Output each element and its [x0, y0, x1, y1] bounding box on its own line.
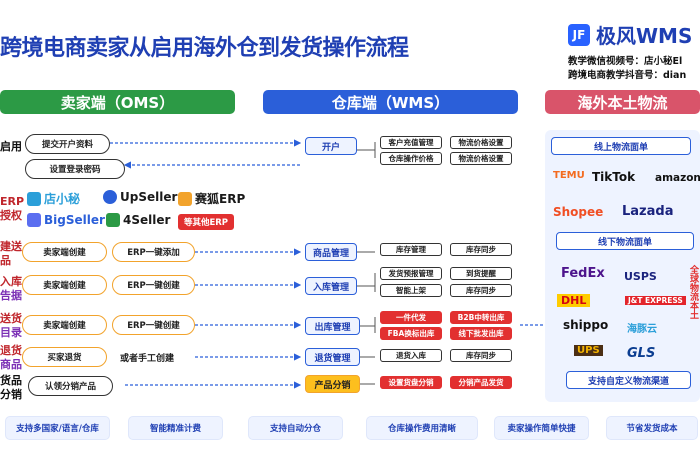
brand-dhl: DHL — [557, 294, 591, 307]
brand-haitunyun: 海豚云 — [627, 324, 657, 335]
wms-product-distribution[interactable]: 产品分销 — [305, 375, 360, 393]
brand-ups: UPS — [574, 345, 603, 356]
wms-tag: 库存同步 — [450, 243, 512, 256]
left-label: 送货 — [0, 312, 22, 325]
left-label: 品 — [0, 254, 11, 267]
page-title: 跨境电商卖家从启用海外仓到发货操作流程 — [0, 36, 409, 61]
left-label: 分销 — [0, 388, 22, 401]
wms-tag: 到货提醒 — [450, 267, 512, 280]
wms-tag: 物流价格设置 — [450, 136, 512, 149]
wms-tag: 客户充值管理 — [380, 136, 442, 149]
wms-tag: B2B中转出库 — [450, 311, 512, 324]
wms-tag: 库存同步 — [450, 349, 512, 362]
wms-tag: 一件代发 — [380, 311, 442, 324]
left-label: 入库 — [0, 275, 22, 288]
wms-tag: 发货预报管理 — [380, 267, 442, 280]
submit-account-info-step[interactable]: 提交开户资料 — [25, 134, 110, 154]
brand-logo: JF 极风WMS — [568, 20, 692, 49]
brand-gls: GLS — [627, 346, 656, 361]
wms-open-account[interactable]: 开户 — [305, 137, 357, 155]
seller-create-outbound[interactable]: 卖家端创建 — [22, 315, 107, 335]
erp-add-goods[interactable]: ERP一键添加 — [112, 242, 195, 262]
feature-badge: 仓库操作费用清晰 — [366, 416, 478, 440]
brand-tiktok: TikTok — [592, 170, 636, 184]
set-login-password-step[interactable]: 设置登录密码 — [25, 159, 125, 179]
custom-channel-button[interactable]: 支持自定义物流渠道 — [566, 371, 691, 389]
brand-shopee: Shopee — [553, 205, 604, 219]
wms-tag: FBA换标出库 — [380, 327, 442, 340]
left-label: 退货 — [0, 344, 22, 357]
wms-tag: 库存管理 — [380, 243, 442, 256]
brand-jt: J&T EXPRESS — [625, 296, 686, 305]
erp-create-outbound[interactable]: ERP一键创建 — [112, 315, 195, 335]
wms-tag: 线下批发出库 — [450, 327, 512, 340]
seller-create-inbound[interactable]: 卖家端创建 — [22, 275, 107, 295]
wms-inbound-management[interactable]: 入库管理 — [305, 277, 357, 295]
upseller-icon — [103, 190, 117, 204]
erp-brand-saihu: 赛狐ERP — [178, 190, 245, 207]
brand-usps: USPS — [624, 270, 657, 283]
brand-amazon: amazon — [655, 172, 700, 184]
feature-badge: 支持自动分仓 — [248, 416, 343, 440]
left-label: 告据 — [0, 289, 22, 302]
logo-text: 极风WMS — [596, 24, 693, 48]
erp-brand-upseller: UpSeller — [103, 190, 177, 204]
global-local-logistics-note: 全球物流本土 — [688, 265, 698, 319]
wms-tag: 仓库操作价格 — [380, 152, 442, 165]
header-wms: 仓库端（WMS） — [263, 90, 518, 114]
header-local-logistics: 海外本土物流 — [545, 90, 700, 114]
feature-badge: 卖家操作简单快捷 — [494, 416, 589, 440]
brand-temu: TEMU — [553, 170, 585, 181]
brand-lazada: Lazada — [622, 204, 674, 219]
local-logistics-panel — [545, 130, 700, 402]
left-label: 商品 — [0, 358, 22, 371]
claim-distribution-product[interactable]: 认领分销产品 — [28, 376, 113, 396]
left-label: ERP — [0, 195, 25, 208]
left-label: 启用 — [0, 140, 22, 153]
wms-tag: 智能上架 — [380, 284, 442, 297]
online-label-button[interactable]: 线上物流面单 — [551, 137, 691, 155]
wms-outbound-management[interactable]: 出库管理 — [305, 317, 360, 335]
erp-create-inbound[interactable]: ERP一键创建 — [112, 275, 195, 295]
saihu-icon — [178, 191, 192, 206]
wms-returns-management[interactable]: 退货管理 — [305, 348, 360, 366]
4seller-icon — [106, 213, 120, 227]
left-label: 货品 — [0, 374, 22, 387]
left-label: 建送 — [0, 240, 22, 253]
erp-brand-bigseller: BigSeller — [27, 213, 105, 227]
wms-tag: 物流价格设置 — [450, 152, 512, 165]
left-label: 目录 — [0, 326, 22, 339]
seller-create-goods[interactable]: 卖家端创建 — [22, 242, 107, 262]
wms-tag: 设置货盘分销 — [380, 376, 442, 389]
bigseller-icon — [27, 213, 41, 227]
wms-goods-management[interactable]: 商品管理 — [305, 243, 357, 261]
logo-mark-icon: JF — [568, 23, 590, 46]
erp-brand-4seller: 4Seller — [106, 213, 170, 227]
brand-shippo: shippo — [563, 318, 609, 332]
offline-label-button[interactable]: 线下物流面单 — [556, 232, 694, 250]
subtitle-line-1: 教学微信视频号：店小秘El — [568, 56, 683, 67]
feature-badge: 节省发货成本 — [606, 416, 698, 440]
left-label: 授权 — [0, 209, 22, 222]
header-oms: 卖家端（OMS） — [0, 90, 235, 114]
feature-badge: 支持多国家/语言/仓库 — [5, 416, 110, 440]
wms-tag: 分销产品发货 — [450, 376, 512, 389]
wms-tag: 退货入库 — [380, 349, 442, 362]
erp-brand-dianxiaomi: 店小秘 — [27, 190, 80, 207]
wms-tag: 库存同步 — [450, 284, 512, 297]
buyer-return[interactable]: 买家退货 — [22, 347, 107, 367]
dianxiaomi-icon — [27, 191, 41, 206]
other-erp-badge: 等其他ERP — [178, 214, 234, 230]
manual-create-text: 或者手工创建 — [120, 354, 175, 364]
brand-fedex: FedEx — [561, 266, 605, 281]
feature-badge: 智能精准计费 — [128, 416, 223, 440]
subtitle-line-2: 跨境电商教学抖音号：dian — [568, 70, 687, 81]
